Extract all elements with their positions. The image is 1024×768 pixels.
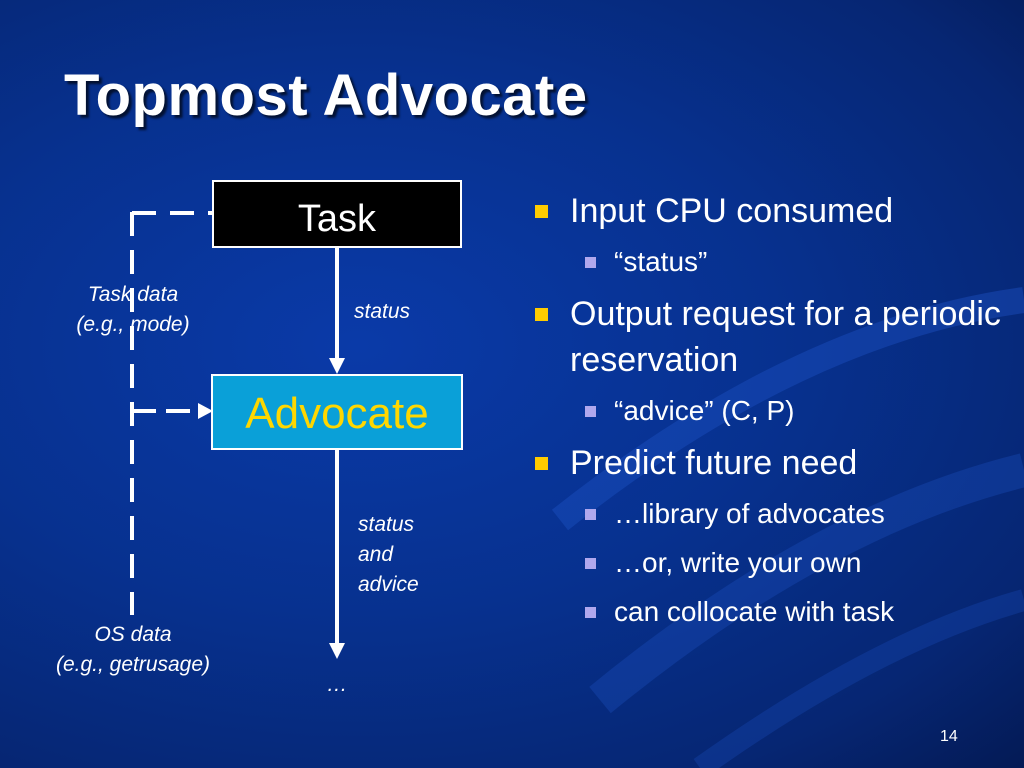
page-number: 14	[940, 728, 958, 745]
bullet-item: Input CPU consumed	[533, 188, 1003, 234]
status-arrowhead	[329, 358, 345, 374]
task-box-label: Task	[298, 198, 377, 240]
sub-bullet-item: …or, write your own	[583, 543, 1003, 583]
advocate-box-label: Advocate	[245, 389, 428, 438]
bullet-square-icon	[535, 308, 548, 321]
bullet-item: Output request for a periodic reservatio…	[533, 291, 1003, 383]
slide-title: Topmost Advocate	[64, 63, 588, 128]
task-data-label: Task data (e.g., mode)	[76, 283, 190, 336]
advice-arrowhead	[329, 643, 345, 659]
advocate-box	[211, 374, 463, 450]
bullet-item: Predict future need	[533, 440, 1003, 486]
sub-bullet-item: …library of advocates	[583, 494, 1003, 534]
bottom-ellipsis: …	[326, 673, 348, 696]
sub-bullet-item: “advice” (C, P)	[583, 391, 1003, 431]
bullet-square-icon	[535, 205, 548, 218]
sub-bullet-square-icon	[585, 558, 596, 569]
sub-bullet-square-icon	[585, 257, 596, 268]
sub-bullet-item: “status”	[583, 242, 1003, 282]
status-advice-arrow-label: status and advice	[358, 513, 419, 596]
sub-bullet-square-icon	[585, 509, 596, 520]
sub-bullet-square-icon	[585, 406, 596, 417]
bullet-square-icon	[535, 457, 548, 470]
sub-bullet-item: can collocate with task	[583, 592, 1003, 632]
os-data-label: OS data (e.g., getrusage)	[55, 623, 211, 676]
input-arrowhead	[198, 403, 213, 419]
status-arrow-label: status	[354, 300, 411, 323]
bullet-list: Input CPU consumed “status” Output reque…	[533, 188, 1003, 641]
task-box	[212, 180, 462, 248]
sub-bullet-square-icon	[585, 607, 596, 618]
